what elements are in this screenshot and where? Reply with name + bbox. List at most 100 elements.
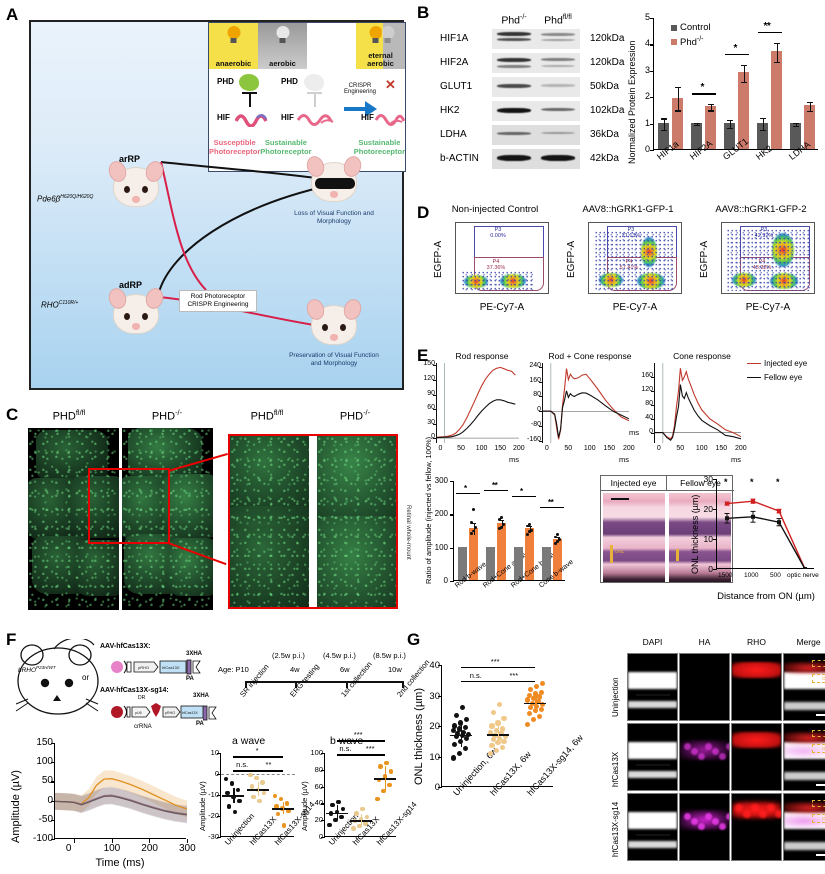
ha-cell-dot	[691, 818, 698, 825]
flow-gate-p3-label: P3	[627, 227, 635, 233]
experiment-timeline: Age: P10 (2.5w p.i.) (4.5w p.i.) (8.5w p…	[218, 639, 431, 739]
chart-ratio-point	[497, 526, 501, 530]
scatter-point	[540, 680, 546, 686]
erg-trace-svg	[543, 363, 629, 443]
flow-xlabel: PE-Cy7-A	[479, 302, 525, 313]
dapi-inl-band	[628, 701, 677, 708]
chart-onl-ytick-mark	[713, 479, 717, 481]
retina-wholemount-ko	[122, 428, 213, 610]
scatter-sigmark: n.s.	[236, 760, 249, 770]
scatter-point	[354, 811, 359, 816]
erg-ytick-mark	[651, 404, 655, 406]
svg-text:pRHO: pRHO	[138, 665, 149, 670]
scatter-point	[489, 723, 495, 729]
scatter-point	[532, 708, 538, 714]
panel-f-letter: F	[6, 630, 17, 649]
chart-ratio-bar	[497, 522, 506, 580]
chart-b-errorcap	[693, 123, 700, 125]
lightbulb-icon	[227, 26, 240, 44]
scatter-ytick-mark	[438, 726, 442, 728]
chart-ratio-bar	[486, 546, 495, 580]
chart-b-errorcap	[660, 129, 667, 132]
timeline-tick-3	[346, 681, 348, 688]
chart-b-errorbar	[762, 118, 764, 130]
chart-ratio-point	[474, 526, 478, 530]
scatter-ytick-mark	[217, 837, 221, 839]
gene-label-rho: RHOC110R/+	[41, 300, 78, 310]
chart-b-sigmark: *	[733, 42, 738, 54]
scatter-point	[456, 750, 462, 757]
rho-cell-dot	[743, 810, 751, 818]
timeline-pi-2: (4.5w p.i.)	[323, 651, 356, 660]
scatter-errorbar	[385, 766, 387, 790]
chart-ratio-point	[469, 521, 473, 525]
micro-column-header: RHO	[747, 637, 766, 647]
legend-phd-ko: Phd-/-	[671, 36, 704, 48]
scatter-sigbar	[361, 754, 385, 756]
chart-b-errorcap	[740, 64, 747, 66]
scatter-ytick-mark	[321, 753, 325, 755]
chart-ratio-point	[500, 526, 503, 530]
blot-protein-name: LDHA	[440, 129, 467, 140]
svg-text:pRHO: pRHO	[165, 711, 175, 715]
panel-c-side-note: Retinal whole-mount	[405, 505, 411, 560]
lightbulb-icon-2	[369, 26, 383, 44]
micro-cell-merge: ONL	[783, 723, 825, 791]
erg-xtick: 50	[457, 445, 465, 452]
outcome-label-preservation: Preservation of Visual Function and Morp…	[289, 352, 379, 368]
scatter-ytick: 60	[314, 781, 323, 791]
scatter-xtick: hfCas13X-sg14, 6w	[525, 732, 586, 798]
erg-ytick-mark	[539, 396, 543, 398]
scatter-ytick: 80	[314, 764, 323, 774]
scatter-point	[327, 823, 332, 828]
blot-molecular-weight: 42kDa	[590, 153, 619, 164]
inhibition-bar	[242, 92, 257, 94]
chart-b-errorbar	[729, 120, 731, 128]
scatter-sigmark: ***	[490, 657, 500, 667]
erg-xtick: 150	[494, 445, 507, 452]
ha-cell-dot	[691, 748, 698, 755]
chart-ratio-ytick-mark	[450, 514, 454, 516]
rho-signal-band	[732, 662, 781, 678]
crispr-engineering-label: CRISPR Engineering	[343, 83, 377, 95]
scatter-errorbar	[337, 805, 339, 821]
ha-cell-dot	[705, 743, 712, 750]
ha-signal-band	[680, 740, 729, 760]
chart-b-errorbar	[776, 42, 778, 63]
blot-molecular-weight: 36kDa	[590, 129, 619, 140]
scatter-ytick-mark	[217, 774, 221, 776]
chart-ftrace-xtick: 0	[65, 843, 72, 854]
chart-ftrace-xtick-mark	[149, 839, 151, 843]
scatter-errorbar	[498, 723, 500, 745]
hif-label-3: HIF	[361, 113, 374, 122]
chart-b-errorcap	[792, 122, 799, 124]
scatter-sigbar	[498, 681, 536, 683]
scatter-point	[375, 797, 380, 802]
scatter-point	[535, 699, 541, 705]
mouse-genotype-label: hRHOP23H/WT	[18, 665, 56, 675]
scatter-ytick-mark	[438, 756, 442, 758]
chart-b-ytick: 3	[644, 64, 650, 75]
chart-b-ytick: 1	[644, 117, 650, 128]
chart-onl-xtick: 500	[770, 572, 781, 579]
erg-xtick: 100	[583, 445, 596, 452]
chart-b-ytick: 5	[644, 12, 650, 22]
chart-b-ytick-mark	[650, 123, 654, 125]
phd-label-1: PHD	[217, 77, 234, 86]
panel-a-schematic: anaerobic aerobic eternal aerobic PHD	[29, 20, 406, 390]
scatter-point	[452, 723, 458, 729]
flow-scatter-dots	[727, 229, 811, 291]
erg-xtick: 100	[475, 445, 488, 452]
legend-swatch-control	[671, 24, 677, 31]
erg-ytick-mark	[433, 423, 437, 425]
phd-protein-blob	[239, 74, 259, 91]
scatter-point	[456, 726, 462, 732]
erg-legend-label: Injected eye	[764, 359, 808, 368]
dapi-onl-band	[628, 742, 677, 759]
scatter-point	[330, 802, 335, 808]
scatter-point	[257, 799, 262, 804]
ha-cell-dot	[719, 823, 726, 830]
construct-end-2	[203, 705, 217, 721]
